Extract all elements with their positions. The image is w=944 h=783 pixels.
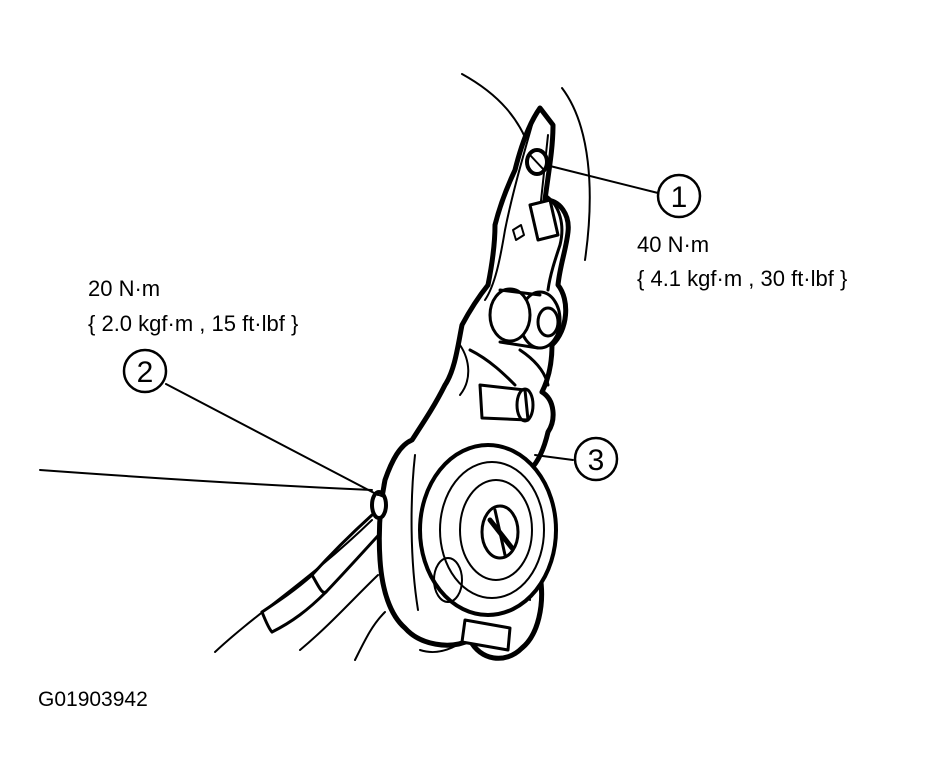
callout-2-number: 2	[137, 356, 154, 389]
callout-3-number: 3	[588, 444, 605, 477]
leader-lines	[165, 164, 659, 496]
tensioner-pulley	[418, 443, 558, 653]
hose	[260, 513, 387, 634]
callout-3: 3	[573, 436, 619, 482]
leader-line-3	[534, 454, 574, 461]
tensioner-arm	[468, 193, 564, 423]
leader-line-1	[545, 164, 659, 194]
torque-label-2-alt: { 2.0 kgf·m , 15 ft·lbf }	[88, 311, 299, 336]
leader-line-2	[165, 383, 379, 496]
bolt-2	[370, 490, 388, 520]
figure-code: G01903942	[38, 688, 148, 711]
bolt-1	[525, 148, 549, 176]
callout-1-number: 1	[671, 181, 688, 214]
torque-label-1-alt: { 4.1 kgf·m , 30 ft·lbf }	[637, 266, 848, 291]
callout-2: 2	[122, 348, 168, 394]
torque-label-1: 40 N·m	[637, 232, 710, 257]
callout-1: 1	[656, 173, 702, 219]
torque-label-2: 20 N·m	[88, 276, 161, 301]
engine-contour-lines	[39, 73, 591, 661]
